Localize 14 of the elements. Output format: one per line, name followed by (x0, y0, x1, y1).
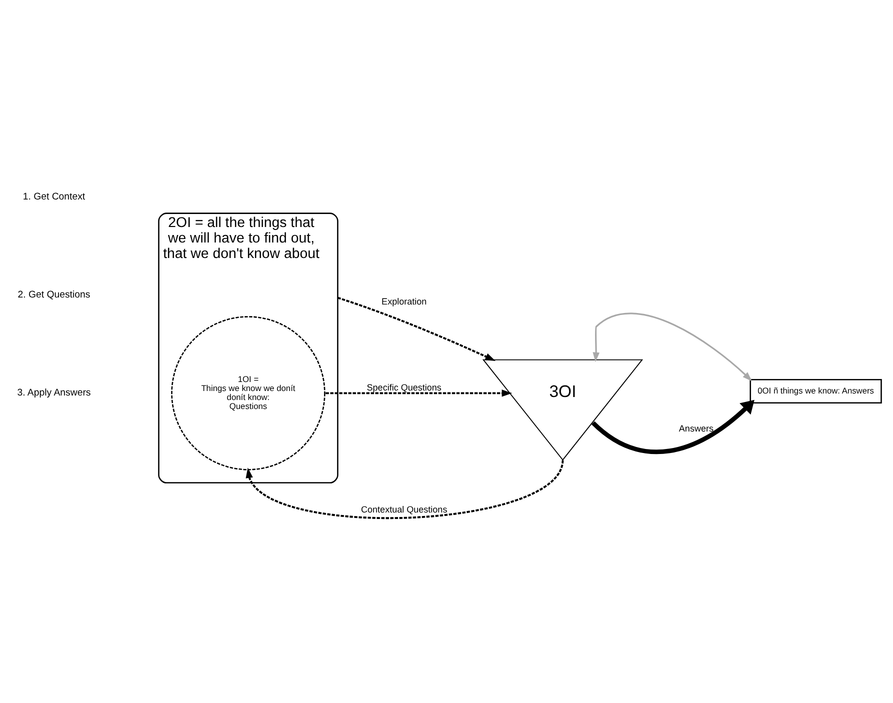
node-circle: 1OI = Things we know we donít donít know: Questions (171, 316, 326, 470)
arrow (592, 399, 754, 454)
edge-label: Answers (678, 422, 714, 433)
arrow (337, 296, 496, 360)
arrow (592, 312, 752, 381)
legend-label: 2. Get Questions (18, 288, 90, 300)
node-box: 0OI ñ things we know: Answers (750, 378, 882, 403)
edge-label: Contextual Questions (361, 504, 448, 514)
legend-label: 3. Apply Answers (17, 386, 91, 398)
legend-label: 1. Get Context (22, 190, 86, 202)
arrow (326, 389, 512, 396)
arrow (246, 459, 564, 518)
edge-label: Exploration (382, 296, 427, 306)
edge-label: Specific Questions (366, 382, 442, 392)
